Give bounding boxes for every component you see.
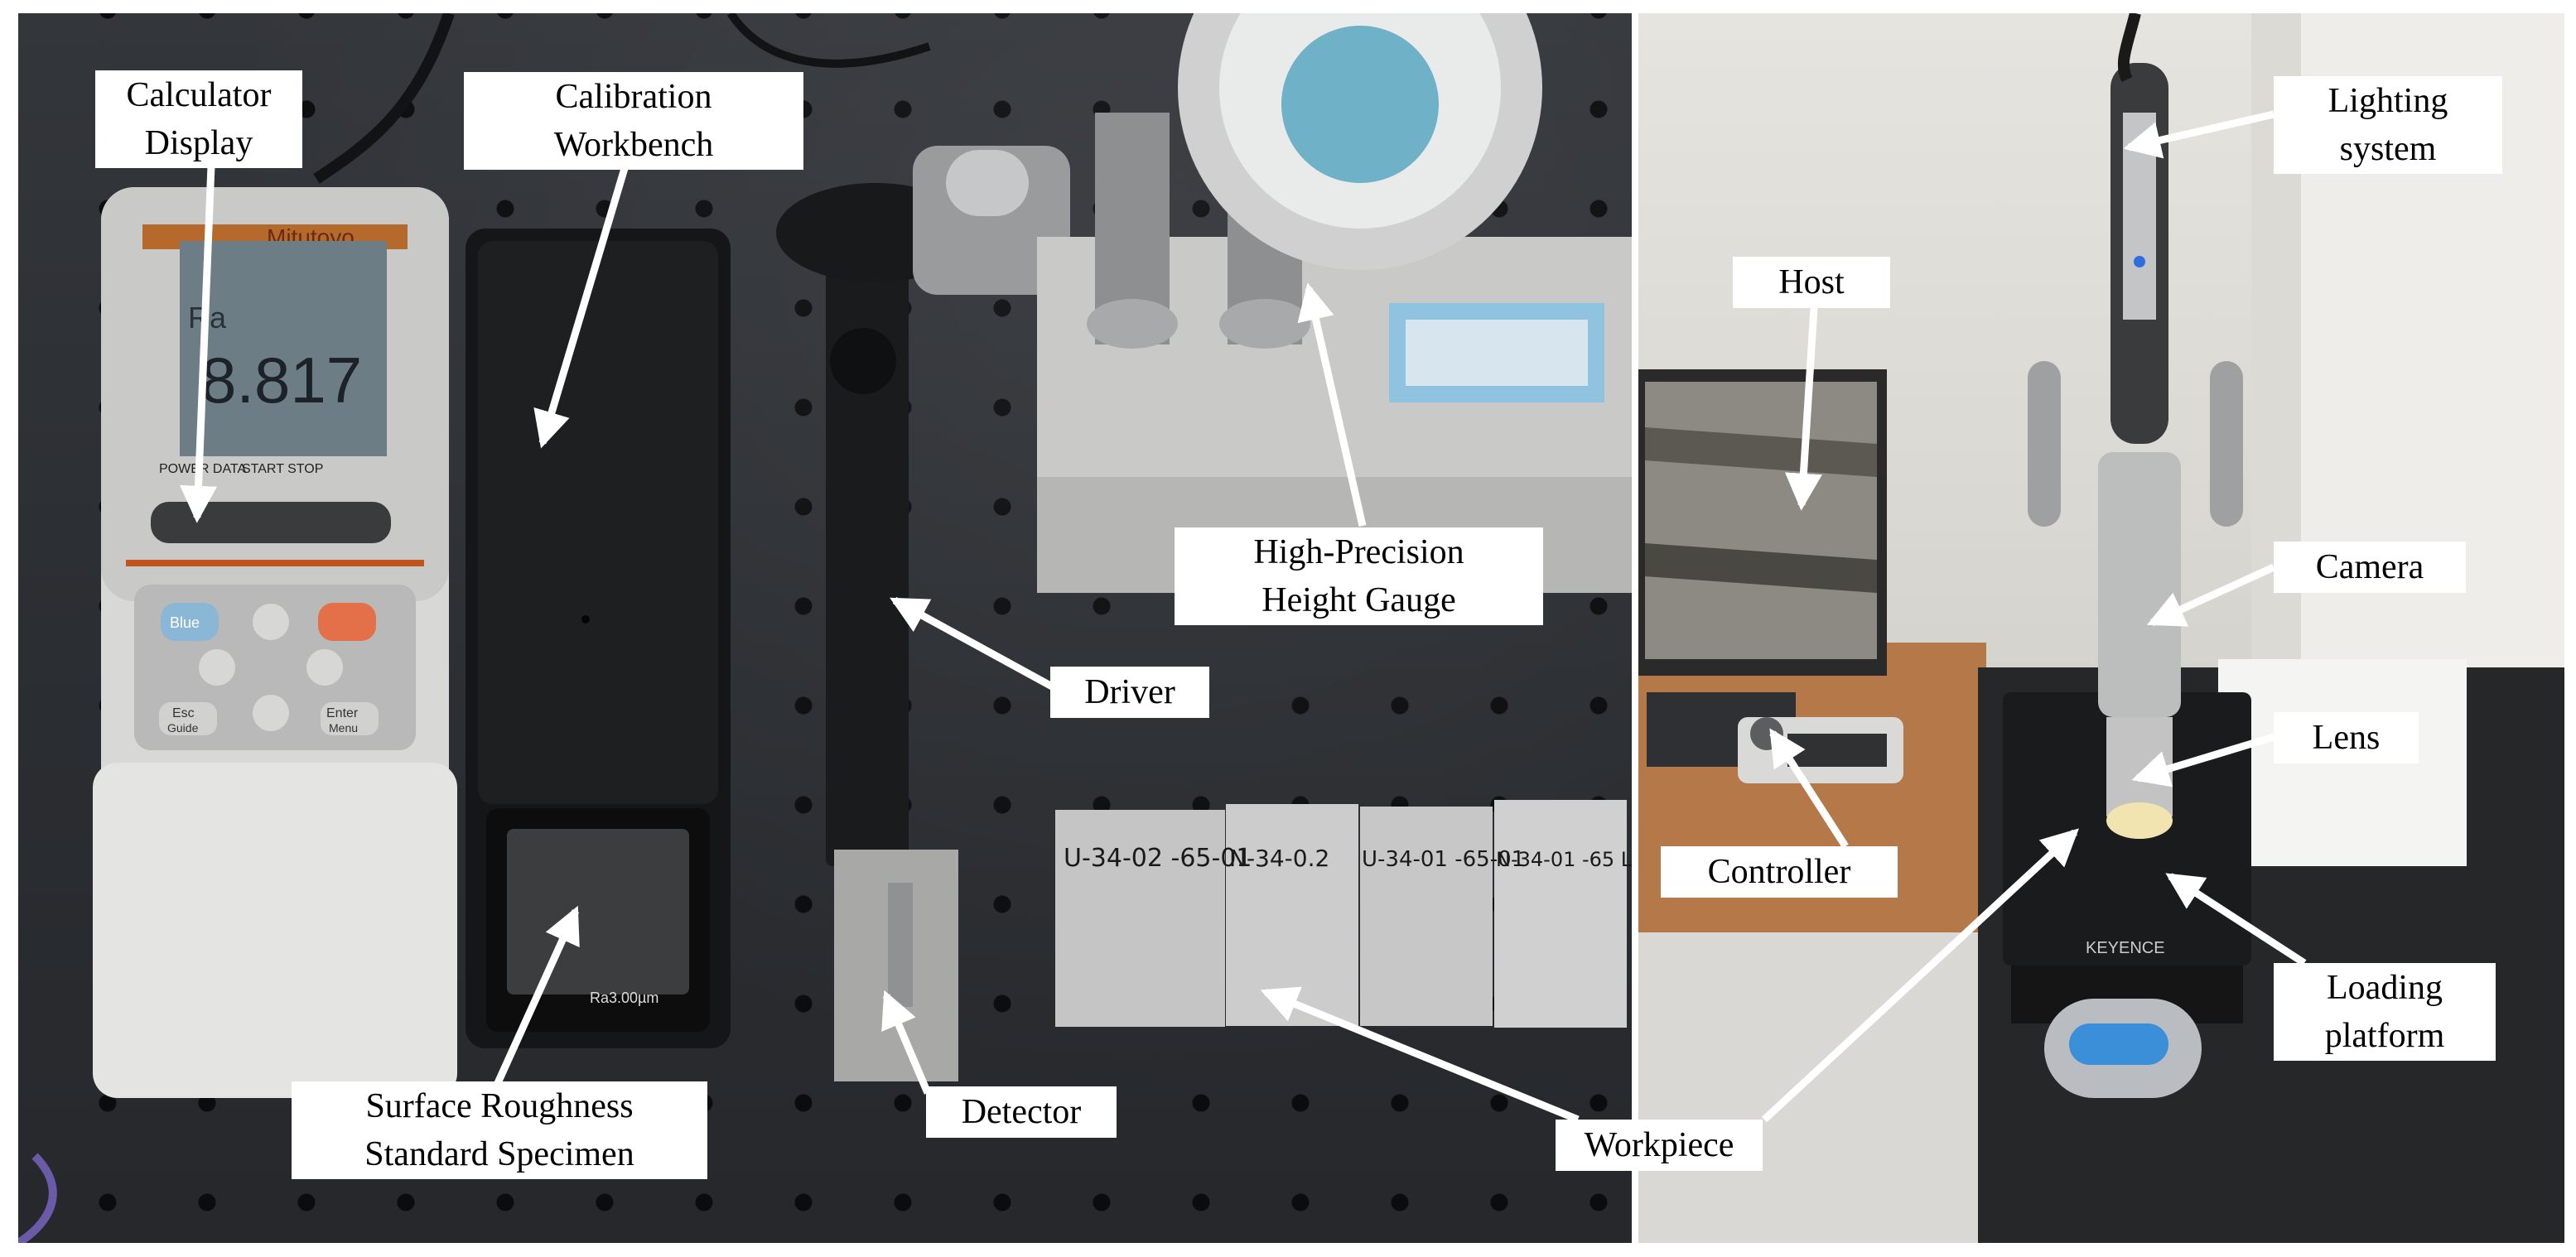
left-photo-scene: Mitutoyo Ra 8.817 POWER DATA START STOP … [18,13,1632,1243]
cable [726,13,931,68]
label-lighting-system: Lighting system [2274,76,2502,174]
arrow-loading-platform [2165,873,2307,966]
arrow-driver [890,597,1056,691]
workpiece-mark-2: N-34-0.2 [1229,845,1329,872]
label-calibration-workbench: Calibration Workbench [464,72,803,170]
arrow-lighting-system [2123,110,2275,159]
arrow-workpiece-right [1761,828,2079,1123]
label-driver: Driver [1050,667,1209,718]
arrow-camera [2146,563,2275,627]
driver-assembly [776,146,1070,1081]
left-photo-panel: Mitutoyo Ra 8.817 POWER DATA START STOP … [18,13,1632,1243]
label-workpiece: Workpiece [1556,1120,1763,1171]
workpiece-mark-3: U-34-01 -65-01 [1362,847,1525,872]
arrow-calculator-display [180,165,218,523]
label-lens: Lens [2274,712,2419,763]
device-key-guide: Guide [167,721,199,734]
cable [313,13,455,184]
workpiece-mark-4: N-34-01 -65 LAST [1496,848,1632,871]
arrow-calibration-workbench [533,164,630,449]
arrow-controller [1769,728,1849,849]
roughness-tester-device: Mitutoyo Ra 8.817 POWER DATA START STOP … [93,187,457,1098]
arrow-host [1784,307,1822,511]
calibration-workbench: Ra3.00µm [466,229,731,1048]
device-key-menu: Menu [329,721,358,734]
host-monitor [1638,369,1887,767]
label-camera: Camera [2274,542,2466,593]
keyence-brand-text: KEYENCE [2086,939,2165,957]
arrow-surface-roughness [493,905,580,1086]
device-key-enter: Enter [326,706,359,720]
arrow-detector [881,990,932,1095]
device-display-value: 8.817 [200,344,362,417]
label-surface-roughness-standard-specimen: Surface Roughness Standard Specimen [292,1081,707,1179]
workpiece-mark-1: U-34-02 -65-01 [1064,844,1252,873]
specimen-ra-text: Ra3.00µm [590,990,658,1006]
cable [18,1153,57,1243]
label-high-precision-height-gauge: High-Precision Height Gauge [1175,527,1543,625]
device-key-blue: Blue [170,614,200,631]
label-host: Host [1733,257,1890,308]
label-detector: Detector [926,1086,1117,1138]
label-calculator-display: Calculator Display [95,70,302,168]
workpieces: U-34-02 -65-01 N-34-0.2 U-34-01 -65-01 N… [1055,800,1632,1028]
device-start-label: START STOP [242,462,323,476]
label-loading-platform: Loading platform [2274,963,2496,1061]
label-controller: Controller [1661,846,1898,898]
arrow-workpiece-left [1260,986,1580,1124]
arrow-lens [2131,733,2275,787]
arrow-height-gauge [1297,282,1367,527]
device-key-esc: Esc [172,706,195,720]
